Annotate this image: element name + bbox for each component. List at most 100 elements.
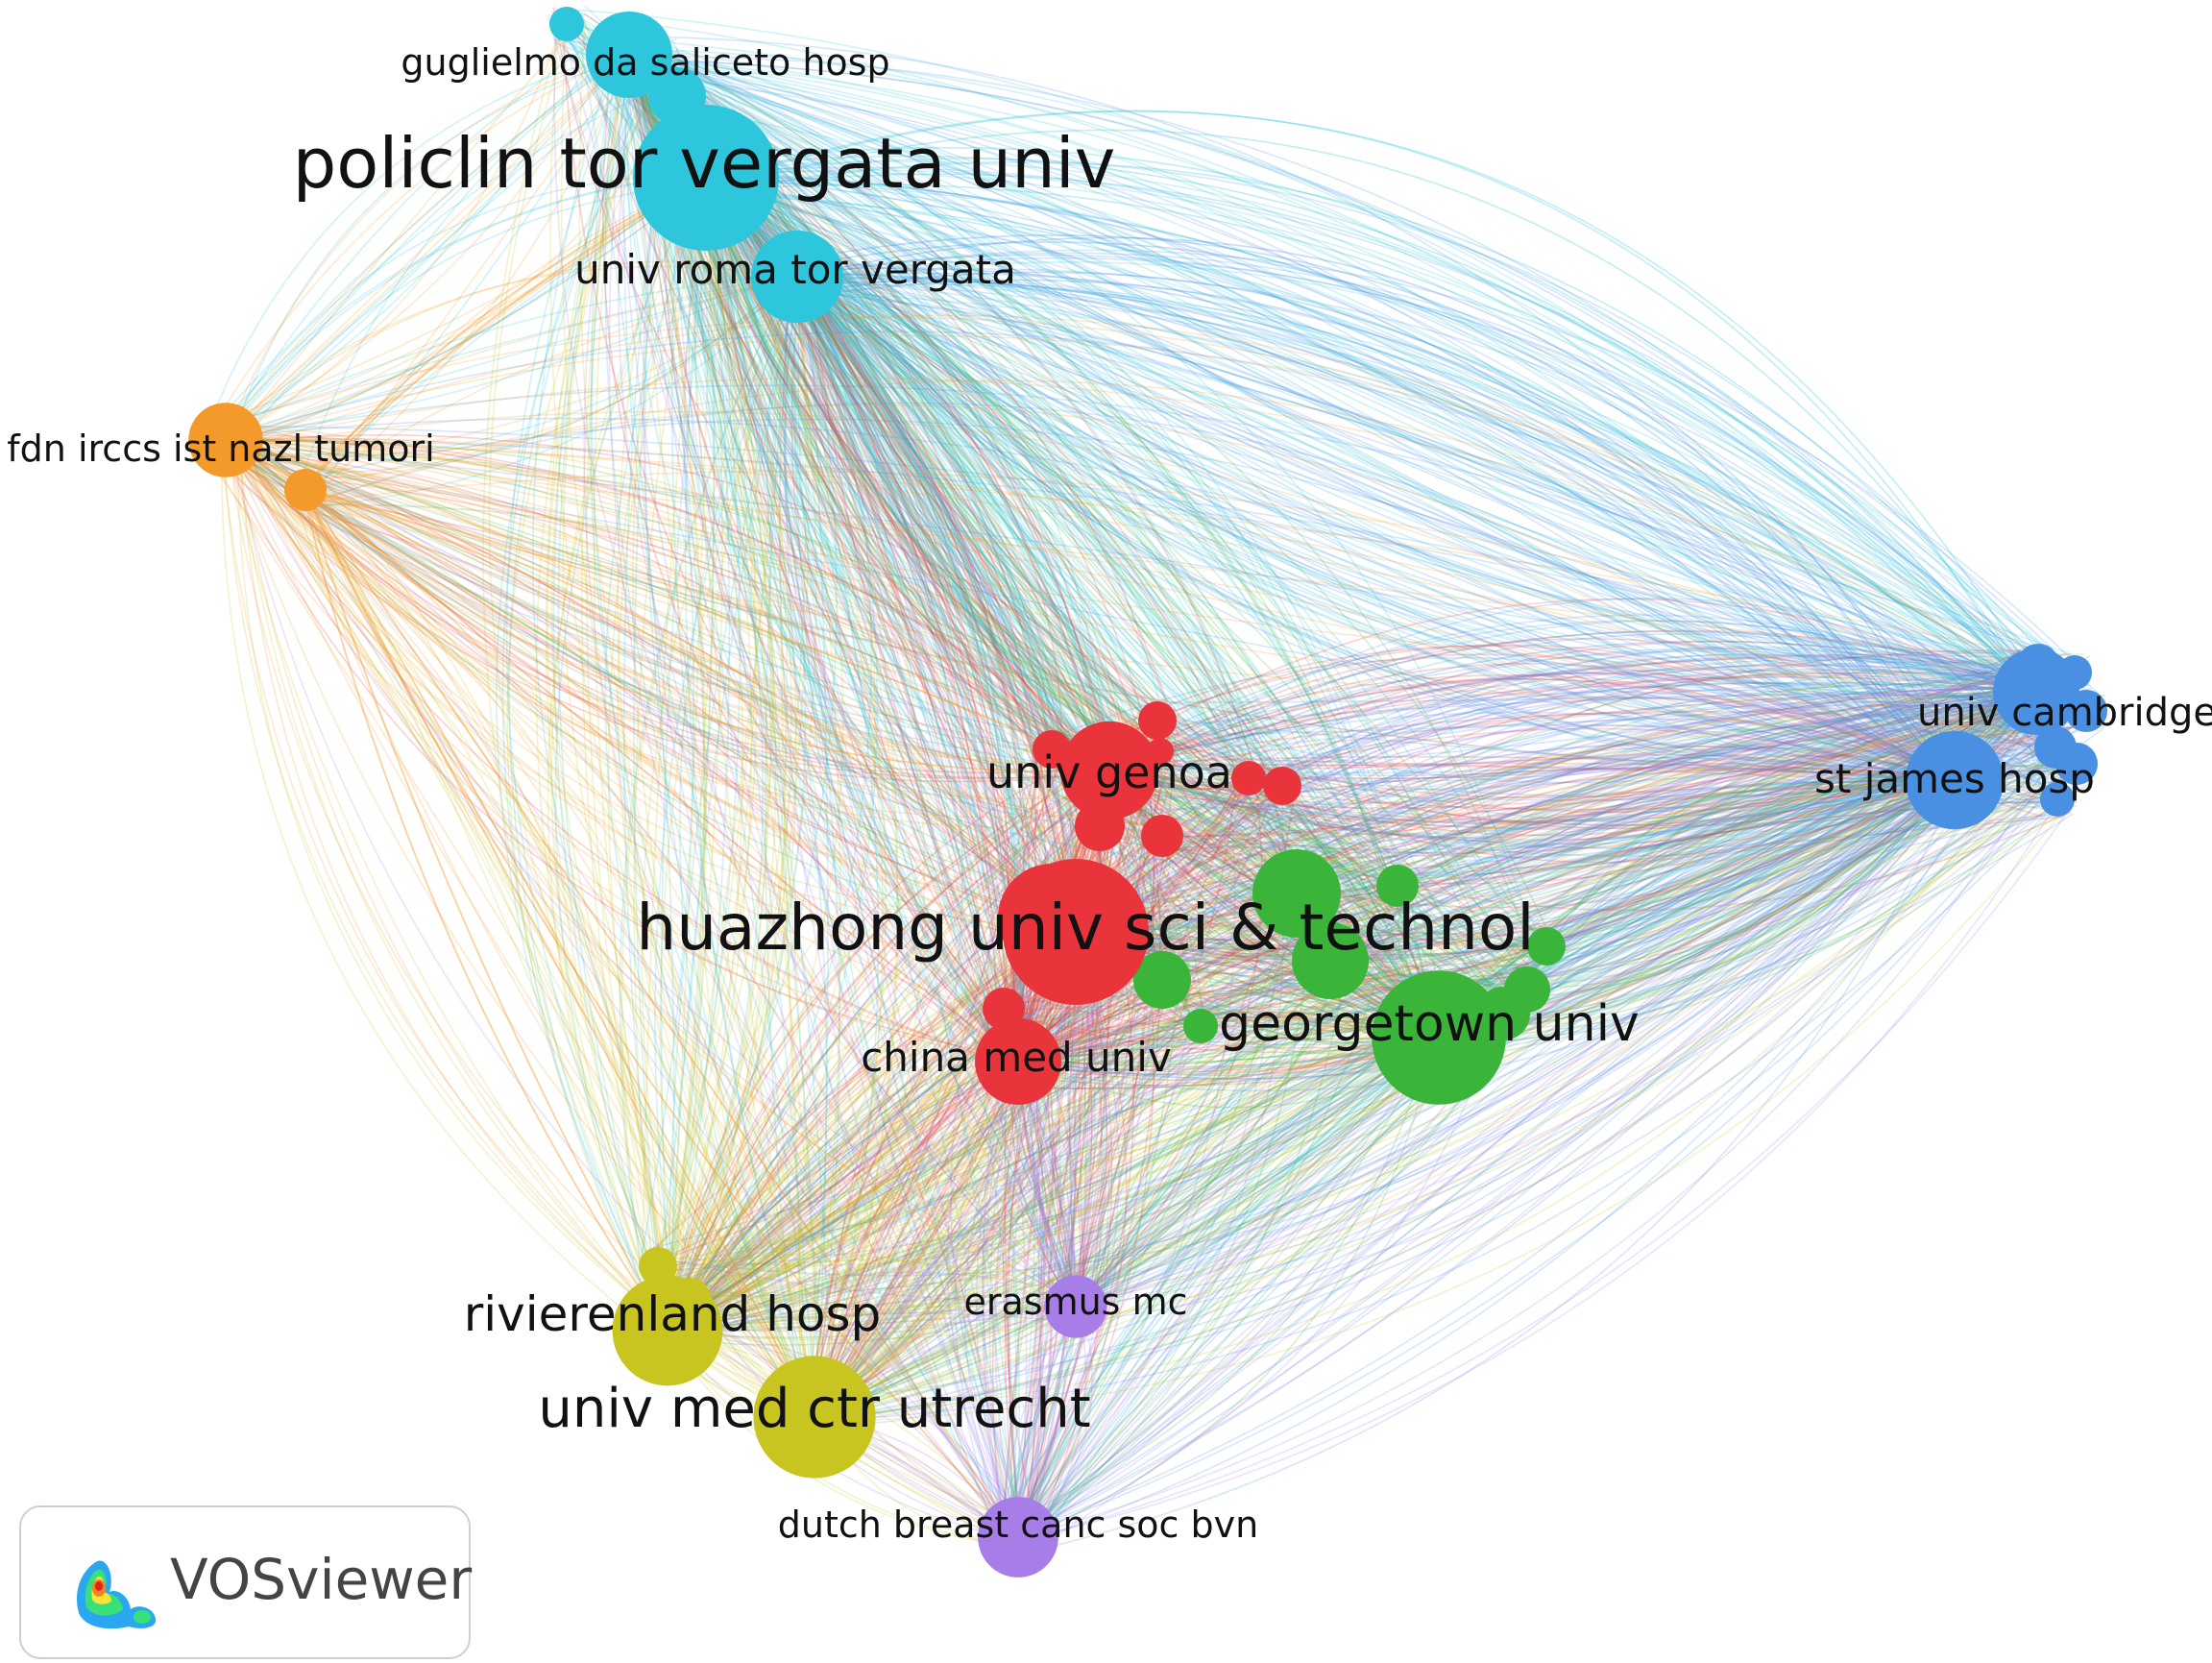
node-genoa[interactable] [1059, 721, 1159, 820]
node-huazhong[interactable] [1003, 859, 1149, 1005]
link-1626 [817, 667, 2088, 1417]
link-1660 [784, 274, 1017, 1537]
link-986 [688, 105, 1958, 784]
link-579 [1105, 775, 1426, 1057]
link-1200 [1147, 694, 2032, 849]
link-70 [290, 176, 702, 487]
link-2145 [224, 62, 657, 443]
link-1478 [705, 159, 840, 1412]
node-stjames[interactable] [1905, 730, 2005, 830]
link-1283 [680, 686, 2034, 1284]
node-romatv[interactable] [750, 230, 844, 324]
node-erasmus[interactable] [1044, 1275, 1107, 1338]
link-2280 [1073, 680, 2033, 1312]
link-1591 [813, 906, 1295, 1422]
link-366 [792, 276, 1010, 1536]
link-1355 [622, 96, 668, 1332]
link-725 [674, 772, 1115, 1279]
link-1959 [630, 57, 2044, 701]
link-338 [795, 270, 2071, 655]
link-2250 [1077, 776, 1263, 1308]
link-978 [607, 30, 1951, 779]
link-1960 [631, 56, 2044, 699]
link-1015 [1297, 712, 1960, 776]
link-2367 [302, 487, 1019, 1538]
link-2269 [1067, 991, 1157, 1310]
link-1226 [1401, 692, 2038, 892]
node-guglielmo[interactable] [586, 12, 672, 98]
link-1588 [817, 884, 1312, 1415]
link-1334 [671, 1289, 1090, 1327]
link-1916 [1013, 799, 2045, 1080]
link-1284 [1016, 694, 2037, 1547]
link-2300 [833, 695, 2022, 1395]
link-544 [707, 933, 1082, 1307]
link-1217 [1049, 687, 2036, 906]
link-1620 [819, 661, 2057, 1417]
link-2112 [632, 60, 1033, 1554]
link-166 [706, 175, 2080, 759]
link-1300 [232, 431, 671, 1329]
link-2158 [225, 434, 1249, 792]
link-891 [1443, 675, 2091, 1039]
link-1381 [669, 794, 1292, 1334]
link-1684 [615, 47, 1017, 1541]
link-1920 [674, 1057, 1024, 1257]
node-fdn[interactable] [188, 403, 263, 477]
link-1345 [636, 57, 707, 1336]
link-779 [810, 1040, 1438, 1431]
link-1194 [1253, 683, 2038, 786]
link-712 [1105, 672, 2043, 773]
link-1302 [223, 433, 668, 1330]
link-887 [1436, 682, 2031, 1044]
link-383 [209, 435, 1072, 932]
node-chinamed[interactable] [975, 1018, 1061, 1105]
link-1060 [1538, 783, 1959, 1003]
link-1804 [601, 47, 1016, 1065]
link-1351 [501, 76, 666, 1337]
link-1190 [1174, 633, 2041, 765]
link-960 [798, 781, 1951, 1426]
link-142 [703, 179, 1522, 997]
node-policlin[interactable] [633, 105, 779, 251]
link-1018 [1176, 783, 1959, 852]
link-343 [800, 274, 2098, 706]
link-1285 [1009, 694, 2034, 1550]
link-2143 [223, 24, 619, 437]
link-2311 [807, 234, 1975, 763]
link-2254 [1069, 824, 1146, 1304]
link-422 [551, 27, 1073, 934]
link-1510 [813, 775, 1952, 1417]
link-1815 [322, 501, 1024, 1066]
link-221 [654, 273, 801, 1320]
link-1741 [1015, 812, 2052, 1543]
link-1675 [1014, 786, 1947, 1540]
node-dutch[interactable] [978, 1497, 1058, 1577]
link-1634 [811, 746, 2045, 1418]
link-228 [790, 278, 1061, 1314]
link-112 [701, 180, 1043, 927]
link-1168 [663, 104, 2033, 696]
link-1600 [814, 1018, 1203, 1416]
link-1691 [287, 484, 1014, 1536]
node-georgetown[interactable] [1372, 970, 1506, 1105]
link-327 [800, 273, 1543, 982]
node-rivierenland[interactable] [612, 1275, 723, 1386]
link-337 [796, 279, 2075, 685]
link-1723 [1013, 953, 1321, 1536]
link-1319 [671, 1036, 1455, 1332]
link-2318 [807, 678, 2050, 1399]
link-199 [791, 281, 1095, 787]
link-715 [1113, 710, 2070, 768]
node-utrecht[interactable] [753, 1356, 876, 1479]
node-cambridge[interactable] [1993, 648, 2079, 735]
link-38 [648, 179, 741, 1335]
link-1162 [613, 56, 2033, 698]
link-339 [800, 249, 2087, 674]
link-2210 [790, 276, 1075, 1308]
link-1251 [1543, 694, 2036, 957]
link-324 [796, 273, 1528, 982]
link-2369 [302, 487, 1110, 771]
link-150 [707, 172, 2046, 650]
link-1692 [239, 432, 1025, 1536]
